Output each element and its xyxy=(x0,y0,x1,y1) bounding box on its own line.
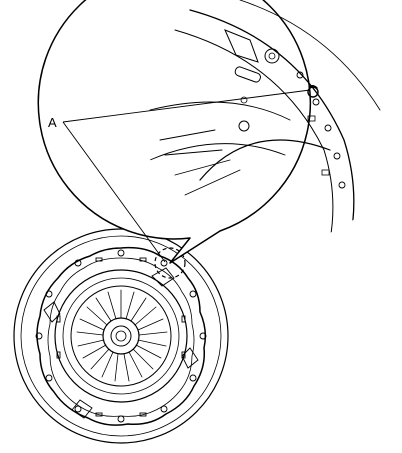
diaphragm-fingers xyxy=(76,289,168,382)
callout-leader-lines xyxy=(62,89,311,263)
cover-straps xyxy=(43,267,199,419)
clutch-hub-inner xyxy=(110,325,132,347)
magnified-detail xyxy=(149,0,381,241)
detail-highlight-circle xyxy=(154,247,186,279)
clutch-hub-bore xyxy=(115,330,127,342)
flywheel-inner-ring xyxy=(20,235,222,437)
clutch-cover-ring xyxy=(54,269,188,403)
leader-line-to-assembly xyxy=(62,121,166,263)
clutch-hub-outer xyxy=(102,317,140,355)
callout-label-a: A xyxy=(48,115,57,130)
flywheel-assembly xyxy=(13,228,229,444)
rim-bolt-holes xyxy=(35,249,207,423)
diaphragm-spring-ring xyxy=(70,285,172,387)
pressure-plate-inner-outline xyxy=(47,257,195,417)
magnifier-outline xyxy=(37,0,312,264)
leader-line-to-magnified xyxy=(62,89,311,123)
clutch-cover-inner-ring xyxy=(62,277,180,395)
flywheel-outer-ring xyxy=(13,228,229,444)
pressure-plate-outline xyxy=(36,246,207,426)
